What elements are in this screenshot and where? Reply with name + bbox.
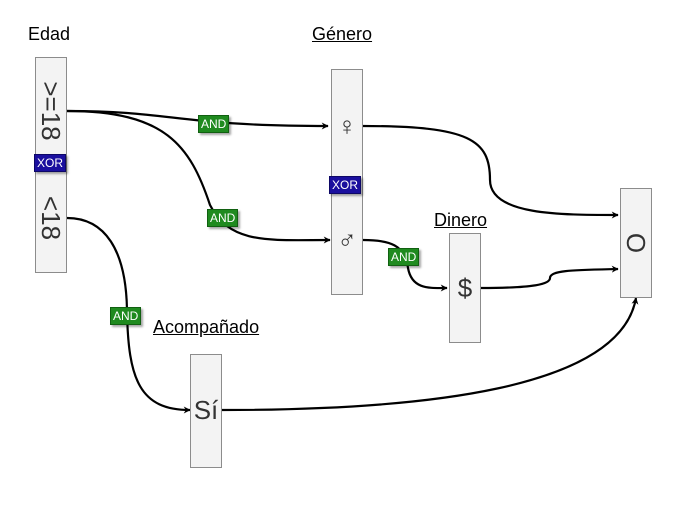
badge-xor-edad: XOR xyxy=(34,154,67,172)
node-adult-label: >=18 xyxy=(36,81,66,141)
edge-money-to-result xyxy=(480,265,619,290)
title-edad: Edad xyxy=(28,24,71,44)
edge-accompanied-to-result xyxy=(221,297,639,412)
edge-male-to-money xyxy=(362,238,448,292)
badge-and-adult-male: AND xyxy=(207,209,239,227)
female-icon: ♀ xyxy=(337,111,357,141)
edge-adult-to-male xyxy=(66,109,331,244)
node-acompanado[interactable] xyxy=(190,354,222,468)
badge-xor-genero: XOR xyxy=(329,176,362,194)
node-accompanied-label: Sí xyxy=(193,395,219,425)
node-minor-label: <18 xyxy=(36,195,66,241)
node-result[interactable] xyxy=(620,188,652,298)
title-acompanado: Acompañado xyxy=(153,317,260,337)
badge-and-male-money: AND xyxy=(388,248,420,266)
edge-adult-to-female xyxy=(66,109,329,130)
male-icon: ♂ xyxy=(337,225,357,255)
title-dinero: Dinero xyxy=(434,210,488,230)
node-result-label: O xyxy=(621,232,651,254)
title-genero: Género xyxy=(312,24,373,44)
edge-female-to-result xyxy=(362,124,619,219)
node-dinero[interactable] xyxy=(449,233,481,343)
badge-and-minor-accompanied: AND xyxy=(110,307,142,325)
badge-and-adult-female: AND xyxy=(198,115,230,133)
money-icon: $ xyxy=(457,273,473,303)
